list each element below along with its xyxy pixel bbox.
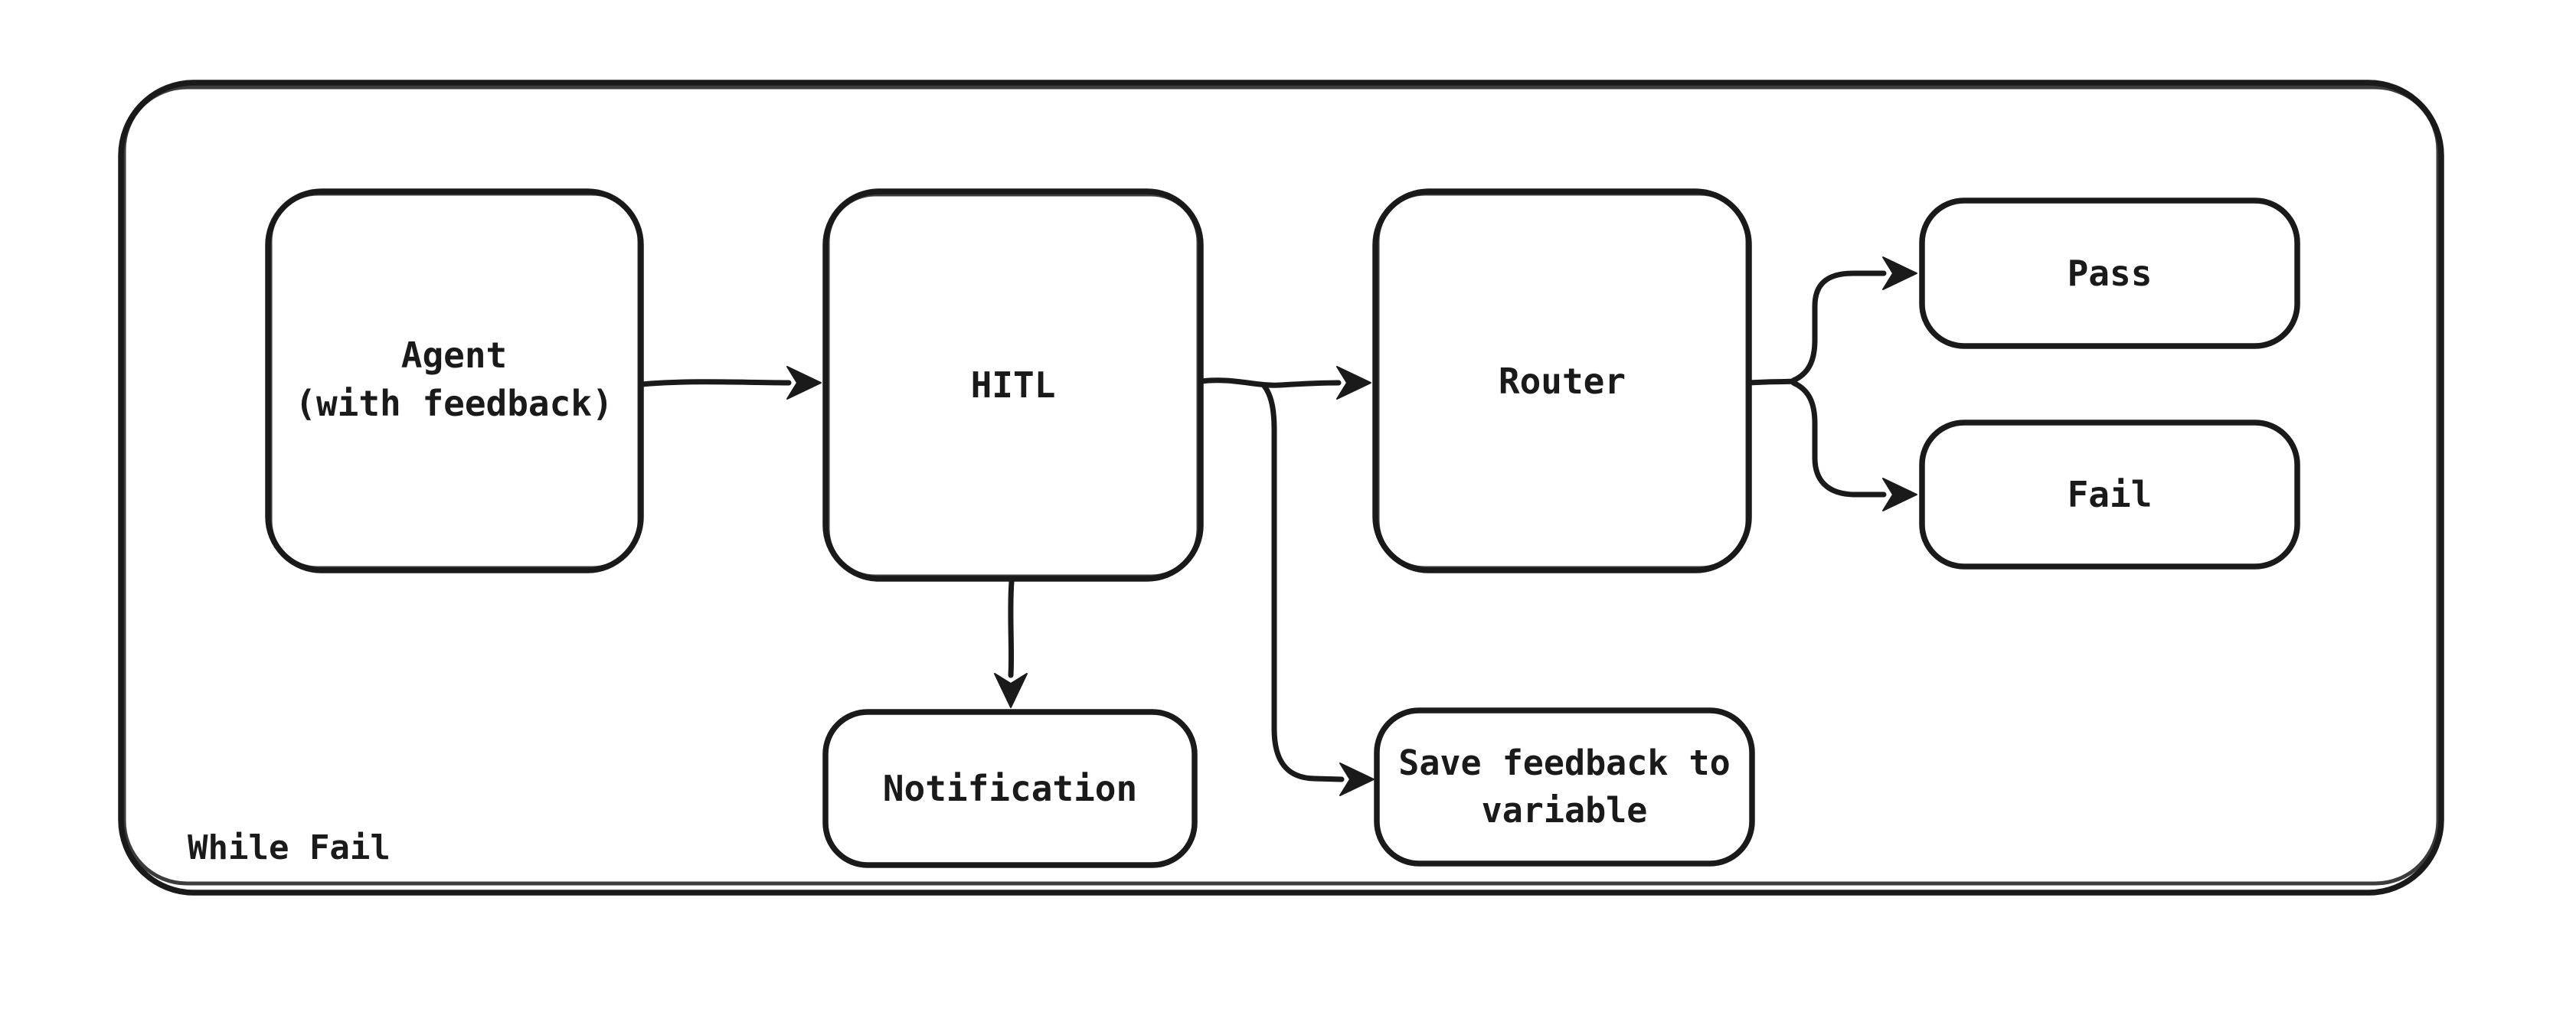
node-notification-label: Notification [883,768,1137,809]
edge-hitl-to-router [1198,366,1371,400]
edge-agent-to-hitl [639,366,822,400]
node-save-feedback-label-line1: Save feedback to [1398,743,1730,783]
node-fail-border [1919,420,2300,570]
node-router: Router [1372,188,1752,573]
node-notification: Notification [822,709,1198,868]
arrowhead-icon [994,673,1028,708]
edge-hitl-to-notification [994,579,1028,708]
edge-router-to-pass-line [1790,270,1887,384]
node-pass-border [1919,198,2300,349]
node-agent-border [265,188,644,573]
arrowhead-icon [1882,256,1917,290]
node-hitl-border-sketch [825,192,1201,579]
while-fail-container-border-sketch [122,85,2440,886]
node-notification-border [822,709,1198,868]
while-fail-label: While Fail [188,828,391,867]
edge-agent-to-hitl-line [639,379,792,387]
arrowhead-icon [786,366,822,400]
edge-router-to-fail-line [1790,380,1887,498]
node-router-label: Router [1499,361,1626,402]
while-fail-container-border [118,80,2444,896]
node-hitl-label: HITL [971,364,1056,406]
edge-router-fork-stem-line [1746,378,1796,386]
node-agent-label-line1: Agent [401,335,507,376]
node-pass-label: Pass [2068,253,2153,294]
arrowhead-icon [1339,762,1375,796]
node-save-feedback: Save feedback to variable [1374,707,1755,867]
edge-hitl-to-save-feedback [1260,382,1375,796]
node-agent-label-line2: (with feedback) [295,383,613,424]
node-save-feedback-border [1374,707,1755,867]
node-hitl-border [822,188,1204,582]
edge-hitl-to-notification-line [1008,579,1015,678]
edge-hitl-to-save-feedback-line [1260,382,1345,782]
arrowhead-icon [1336,366,1371,400]
node-save-feedback-label-line2: variable [1482,790,1648,831]
node-fail: Fail [1919,420,2300,570]
while-fail-container: While Fail [118,80,2444,896]
node-pass: Pass [1919,198,2300,349]
edge-hitl-to-router-line [1198,377,1342,388]
node-agent: Agent (with feedback) [265,188,644,573]
node-fail-label: Fail [2068,474,2153,515]
edge-router-fork [1746,256,1917,511]
node-hitl: HITL [822,188,1204,582]
node-agent-border-sketch [268,191,642,570]
arrowhead-icon [1882,478,1917,511]
